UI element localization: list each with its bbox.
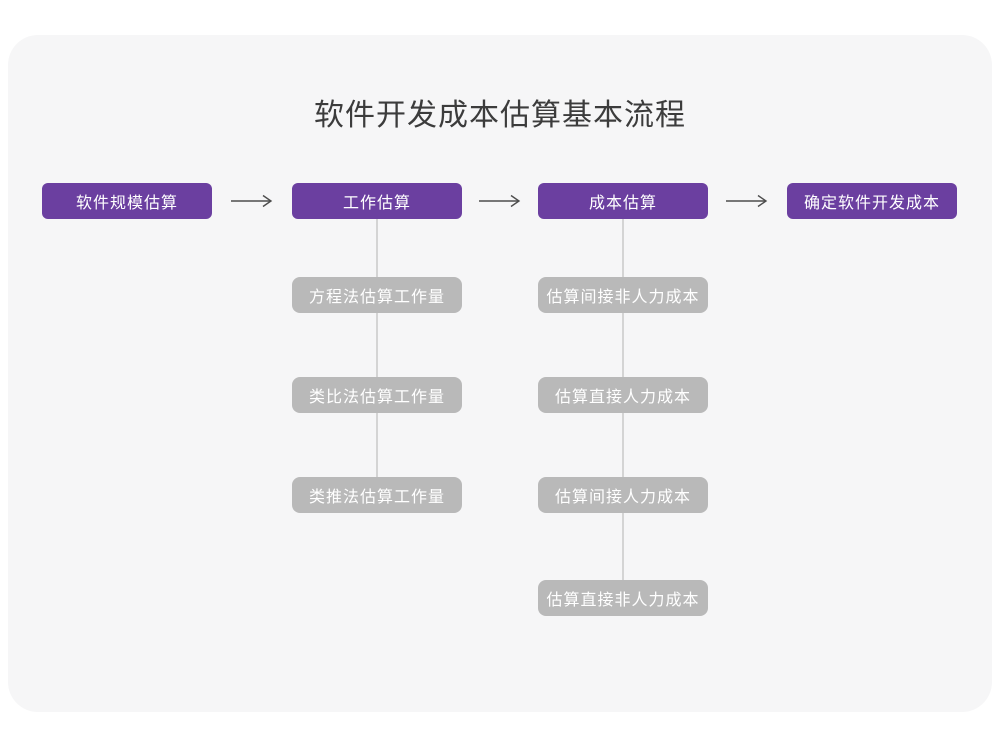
- substep-direct-labor-cost: 估算直接人力成本: [538, 377, 708, 413]
- step-effort-estimation: 工作估算: [292, 183, 462, 219]
- substep-analogy-method: 类比法估算工作量: [292, 377, 462, 413]
- substep-indirect-nonlabor-cost: 估算间接非人力成本: [538, 277, 708, 313]
- step-cost-estimation: 成本估算: [538, 183, 708, 219]
- step-final-cost: 确定软件开发成本: [787, 183, 957, 219]
- arrow-icon: [479, 194, 521, 208]
- diagram-canvas: 软件开发成本估算基本流程 软件规模估算 工作估算 成本估算 确定软件开发成本 方…: [8, 35, 992, 712]
- diagram-title: 软件开发成本估算基本流程: [314, 99, 686, 132]
- substep-indirect-labor-cost: 估算间接人力成本: [538, 477, 708, 513]
- substep-equation-method: 方程法估算工作量: [292, 277, 462, 313]
- arrow-icon: [231, 194, 273, 208]
- substep-extrapolation-method: 类推法估算工作量: [292, 477, 462, 513]
- connector-effort-column: [376, 219, 378, 495]
- arrow-icon: [726, 194, 768, 208]
- substep-direct-nonlabor-cost: 估算直接非人力成本: [538, 580, 708, 616]
- step-size-estimation: 软件规模估算: [42, 183, 212, 219]
